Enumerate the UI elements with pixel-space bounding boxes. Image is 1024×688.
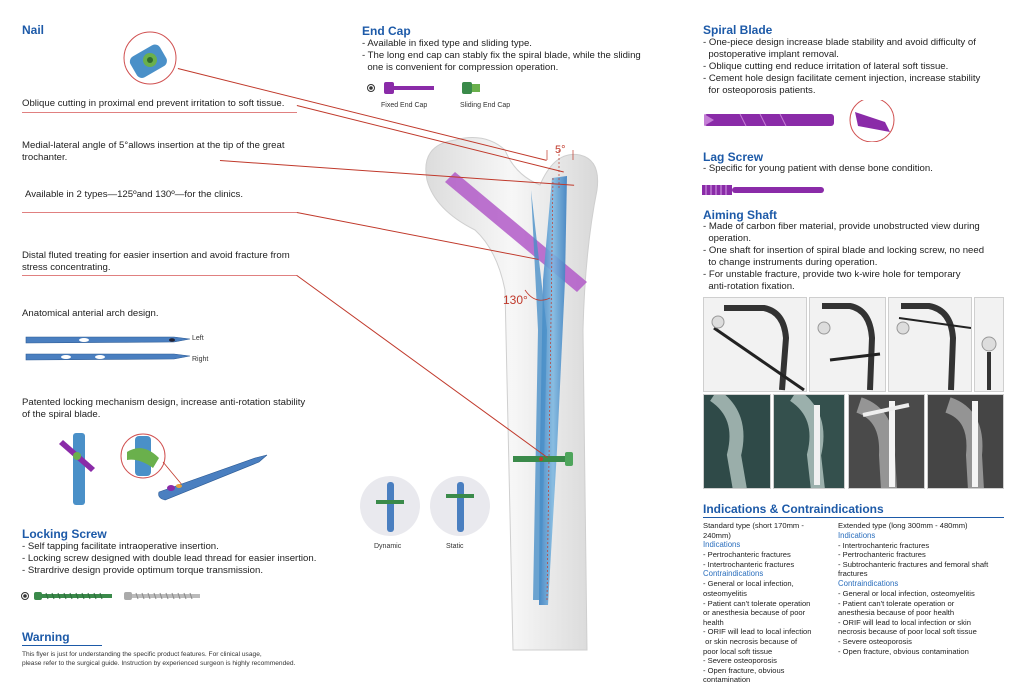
standard-indications-heading: Indications bbox=[703, 540, 741, 550]
extended-type-column: Extended type (long 300mm - 480mm)Indica… bbox=[838, 521, 1008, 656]
sliding-end-cap-label: Sliding End Cap bbox=[460, 102, 511, 109]
extended-contraindication-item: - Patient can't tolerate operation or bbox=[838, 598, 955, 608]
xray-photo-4 bbox=[927, 394, 1004, 489]
extended-indication-item: fractures bbox=[838, 569, 868, 579]
extended-indication-item: - Subtrochanteric fractures and femoral … bbox=[838, 559, 989, 569]
aiming-shaft-photo-4 bbox=[974, 297, 1004, 392]
standard-type-text: 240mm) bbox=[703, 530, 731, 540]
standard-contraindication-item: - Patient can't tolerate operation bbox=[703, 598, 811, 608]
aiming-shaft-photo-3 bbox=[888, 297, 972, 392]
extended-contraindication-item: - Severe osteoporosis bbox=[838, 636, 912, 646]
femur-nail-illustration bbox=[425, 137, 599, 651]
standard-contraindication-item: or anesthesia because of poor bbox=[703, 608, 806, 618]
standard-indication-item: - Intertrochanteric fractures bbox=[703, 559, 795, 569]
spiral-blade-bullet-3-line1: - Cement hole design facilitate cement i… bbox=[703, 73, 981, 84]
right-nail-label: Right bbox=[192, 356, 209, 363]
extended-contraindication-item: - ORIF will lead to local infection or s… bbox=[838, 617, 971, 627]
lag-screw-image bbox=[702, 185, 824, 195]
standard-contraindication-item: contamination bbox=[703, 675, 751, 685]
nail-feature-locking-line2: of the spiral blade. bbox=[22, 409, 101, 420]
dynamic-label: Dynamic bbox=[374, 543, 402, 550]
lag-screw-title: Lag Screw bbox=[703, 150, 764, 164]
extended-type-text: Extended type (long 300mm - 480mm) bbox=[838, 521, 968, 530]
standard-contraindication-item: osteomyelitis bbox=[703, 588, 747, 598]
standard-contraindications-heading: Contraindications bbox=[703, 569, 764, 579]
dynamic-static-image bbox=[360, 476, 490, 536]
locking-screw-title: Locking Screw bbox=[22, 527, 107, 541]
standard-type-column: Standard type (short 170mm -240mm)Indica… bbox=[703, 521, 833, 685]
spiral-blade-image bbox=[704, 100, 895, 142]
left-nail-label: Left bbox=[192, 335, 204, 342]
aiming-shaft-bullet-1-line1: - Made of carbon fiber material, provide… bbox=[703, 221, 980, 232]
standard-contraindication-item: or skin necrosis because of bbox=[703, 636, 798, 646]
nail-feature-fluted-line2: stress concentrating. bbox=[22, 262, 111, 273]
warning-title: Warning bbox=[22, 630, 70, 644]
aiming-shaft-bullet-3-line2: anti-rotation fixation. bbox=[703, 281, 795, 292]
aiming-shaft-bullet-2-line2: to change instruments during operation. bbox=[703, 257, 878, 268]
extended-indication-item: - Intertrochanteric fractures bbox=[838, 540, 930, 550]
end-cap-bullet-2-line2: one is convenient for compression operat… bbox=[362, 62, 559, 73]
nail-feature-angle-line2: trochanter. bbox=[22, 152, 68, 163]
spiral-blade-bullet-1-line1: - One-piece design increase blade stabil… bbox=[703, 37, 976, 48]
spiral-blade-title: Spiral Blade bbox=[703, 23, 773, 37]
extended-contraindication-item: necrosis because of poor local soft tiss… bbox=[838, 627, 977, 637]
extended-contraindications-heading: Contraindications bbox=[838, 578, 899, 588]
nail-feature-locking-line1: Patented locking mechanism design, incre… bbox=[22, 397, 306, 408]
xray-photo-2 bbox=[773, 394, 845, 489]
xray-photo-3 bbox=[848, 394, 925, 489]
locking-screw-bullet-1: - Self tapping facilitate intraoperative… bbox=[22, 541, 219, 552]
locking-screws-image bbox=[21, 592, 200, 600]
aiming-shaft-bullet-1-line2: operation. bbox=[703, 233, 752, 244]
end-cap-title: End Cap bbox=[362, 24, 411, 38]
nail-title: Nail bbox=[22, 23, 45, 37]
standard-contraindication-item: - Severe osteoporosis bbox=[703, 656, 777, 666]
indications-title: Indications & Contraindications bbox=[703, 502, 884, 516]
nail-end-detail-image bbox=[123, 31, 177, 85]
spiral-blade-bullet-3-line2: for osteoporosis patients. bbox=[703, 85, 816, 96]
nail-feature-fluted-line1: Distal fluted treating for easier insert… bbox=[22, 250, 290, 261]
locking-screw-bullet-2: - Locking screw designed with double lea… bbox=[22, 553, 317, 564]
end-cap-bullet-1: - Available in fixed type and sliding ty… bbox=[362, 38, 532, 49]
aiming-shaft-photo-2 bbox=[809, 297, 886, 392]
standard-type-text: Standard type (short 170mm - bbox=[703, 521, 804, 530]
angle-5-label: 5° bbox=[555, 144, 566, 156]
standard-contraindication-item: poor local soft tissue bbox=[703, 646, 773, 656]
standard-indication-item: - Pertrochanteric fractures bbox=[703, 550, 791, 560]
aiming-shaft-photo-1 bbox=[703, 297, 807, 392]
end-caps-image bbox=[367, 82, 480, 94]
standard-contraindication-item: health bbox=[703, 617, 724, 627]
xray-photo-1 bbox=[703, 394, 771, 489]
lag-screw-bullet-1: - Specific for young patient with dense … bbox=[703, 163, 933, 174]
aiming-shaft-bullet-3-line1: - For unstable fracture, provide two k-w… bbox=[703, 269, 961, 280]
standard-contraindication-item: - Open fracture, obvious bbox=[703, 665, 785, 675]
nail-feature-types: Available in 2 types—125ºand 130º—for th… bbox=[25, 189, 244, 200]
nail-feature-oblique-cut: Oblique cutting in proximal end prevent … bbox=[22, 98, 285, 109]
aiming-shaft-title: Aiming Shaft bbox=[703, 208, 777, 222]
locking-mechanism-image bbox=[59, 433, 268, 505]
angle-130-label: 130° bbox=[503, 293, 528, 307]
left-right-nails-image bbox=[25, 336, 191, 361]
extended-contraindication-item: - Open fracture, obvious contamination bbox=[838, 646, 969, 656]
static-label: Static bbox=[446, 543, 464, 550]
spiral-blade-bullet-2: - Oblique cutting end reduce irritation … bbox=[703, 61, 949, 72]
aiming-shaft-bullet-2-line1: - One shaft for insertion of spiral blad… bbox=[703, 245, 985, 256]
extended-indication-item: - Pertrochanteric fractures bbox=[838, 550, 926, 560]
end-cap-bullet-2-line1: - The long end cap can stably fix the sp… bbox=[362, 50, 641, 61]
nail-feature-angle-line1: Medial-lateral angle of 5°allows inserti… bbox=[22, 140, 285, 151]
extended-contraindication-item: anesthesia because of poor health bbox=[838, 608, 955, 618]
locking-screw-bullet-3: - Strardrive design provide optimum torq… bbox=[22, 565, 264, 576]
standard-contraindication-item: - ORIF will lead to local infection bbox=[703, 627, 812, 637]
warning-line-1: This flyer is just for understanding the… bbox=[22, 651, 262, 658]
standard-contraindication-item: - General or local infection, bbox=[703, 579, 794, 589]
nail-feature-arch: Anatomical anterial arch design. bbox=[22, 308, 159, 319]
spiral-blade-bullet-1-line2: postoperative implant removal. bbox=[703, 49, 839, 60]
warning-line-2: please refer to the surgical guide. Inst… bbox=[22, 660, 296, 667]
extended-indications-heading: Indications bbox=[838, 530, 876, 540]
extended-contraindication-item: - General or local infection, osteomyeli… bbox=[838, 588, 975, 598]
fixed-end-cap-label: Fixed End Cap bbox=[381, 102, 428, 109]
